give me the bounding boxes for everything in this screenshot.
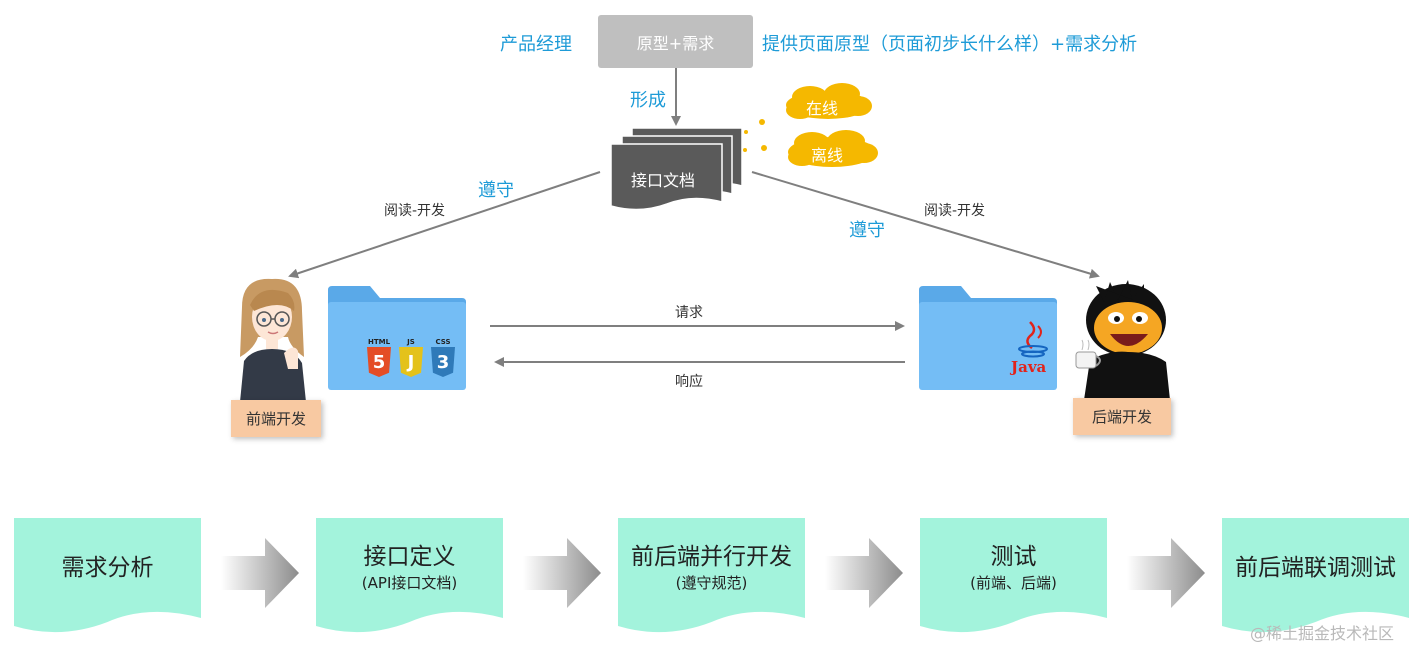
prototype-box-label: 原型+需求 xyxy=(636,33,715,53)
tech-badge-label: HTML xyxy=(367,338,391,346)
request-label: 请求 xyxy=(675,305,703,321)
flow-step-title: 测试 xyxy=(990,544,1037,570)
backend-developer-avatar xyxy=(1075,280,1170,400)
flow-step-box xyxy=(14,518,201,633)
cloud-offline-shape xyxy=(788,130,878,167)
backend-role-label: 后端开发 xyxy=(1073,398,1171,435)
flow-arrow-icon xyxy=(1127,538,1205,608)
form-label: 形成 xyxy=(630,90,666,111)
tech-badge-label: CSS xyxy=(435,338,451,346)
flow-arrow-icon xyxy=(825,538,903,608)
flow-step-subtitle: (前端、后端) xyxy=(970,574,1057,592)
pm-label: 产品经理 xyxy=(500,34,572,55)
java-logo-text: Java xyxy=(1011,358,1047,376)
left-read-arrow xyxy=(288,171,601,279)
cloud-online-shape xyxy=(786,83,872,119)
frontend-role-label: 前端开发 xyxy=(231,400,321,437)
tech-shield-icon: 5 xyxy=(367,347,391,377)
flow-step-title: 接口定义 xyxy=(363,544,456,570)
right-read-dev-label: 阅读-开发 xyxy=(924,203,986,219)
tech-shield-icon: 3 xyxy=(431,347,455,377)
right-read-arrow xyxy=(751,171,1100,279)
cloud-offline-label: 离线 xyxy=(811,146,844,165)
right-follow-label: 遵守 xyxy=(849,220,885,241)
flow-step-2: 接口定义 (API接口文档) xyxy=(316,518,503,618)
tech-shield-icon: J xyxy=(399,347,423,377)
frontend-role-text: 前端开发 xyxy=(245,410,306,428)
frontend-folder-icon xyxy=(328,286,466,390)
tech-badge-label: JS xyxy=(407,338,415,346)
backend-folder-icon xyxy=(919,286,1057,390)
flow-step-title: 前后端并行开发 xyxy=(631,544,792,570)
flow-step-box xyxy=(920,518,1107,633)
prototype-box: 原型+需求 xyxy=(598,15,753,68)
left-read-dev-label: 阅读-开发 xyxy=(384,203,446,219)
flow-arrow-icon xyxy=(221,538,299,608)
flow-step-3: 前后端并行开发 (遵守规范) xyxy=(618,518,805,618)
flow-step-box xyxy=(618,518,805,633)
flow-step-title: 前后端联调测试 xyxy=(1235,555,1396,581)
prototype-description: 提供页面原型（页面初步长什么样）+需求分析 xyxy=(762,34,1138,55)
response-label: 响应 xyxy=(675,374,703,390)
flow-step-box xyxy=(1222,518,1409,633)
flow-step-subtitle: (API接口文档) xyxy=(361,574,458,592)
flow-step-4: 测试 (前端、后端) xyxy=(920,518,1107,618)
flow-step-5: 前后端联调测试 xyxy=(1222,518,1409,618)
flow-step-subtitle: (遵守规范) xyxy=(675,574,748,592)
flow-arrow-icon xyxy=(523,538,601,608)
java-cup-icon xyxy=(1018,321,1048,358)
flow-step-box xyxy=(316,518,503,633)
process-flow-labels: 需求分析 接口定义 (API接口文档) 前后端并行开发 (遵守规范) 测试 (前端、后端) 前… xyxy=(0,510,1416,647)
flow-step-title: 需求分析 xyxy=(61,555,154,581)
watermark: @稀土掘金技术社区 xyxy=(1250,624,1395,643)
thought-clouds xyxy=(743,83,878,167)
process-flow xyxy=(14,518,1409,633)
cloud-online-label: 在线 xyxy=(806,99,839,118)
frontend-developer-avatar xyxy=(240,278,306,402)
interface-doc-stack xyxy=(610,127,743,211)
flow-step-1: 需求分析 xyxy=(14,518,201,618)
backend-role-text: 后端开发 xyxy=(1091,408,1152,426)
left-follow-label: 遵守 xyxy=(478,180,514,201)
interface-doc-label: 接口文档 xyxy=(631,171,696,190)
